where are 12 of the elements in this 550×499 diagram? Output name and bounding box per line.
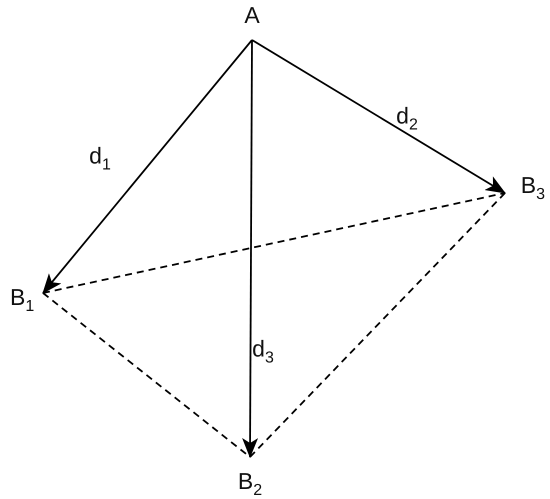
edge-label: d$_{2}$ — [396, 104, 418, 128]
vertex-label: B$_{2}$ — [238, 470, 262, 493]
dashed-line — [249, 192, 506, 458]
vertex-label: A — [244, 4, 260, 27]
dashed-line — [42, 292, 251, 458]
arrow — [42, 39, 253, 294]
arrow — [242, 40, 258, 458]
edge-label: d$_{1}$ — [89, 144, 111, 168]
edge-label: d$_{3}$ — [252, 338, 274, 360]
dashed-line — [42, 192, 506, 294]
vertex-label: B$_{1}$ — [10, 286, 34, 308]
arrow — [252, 39, 506, 194]
